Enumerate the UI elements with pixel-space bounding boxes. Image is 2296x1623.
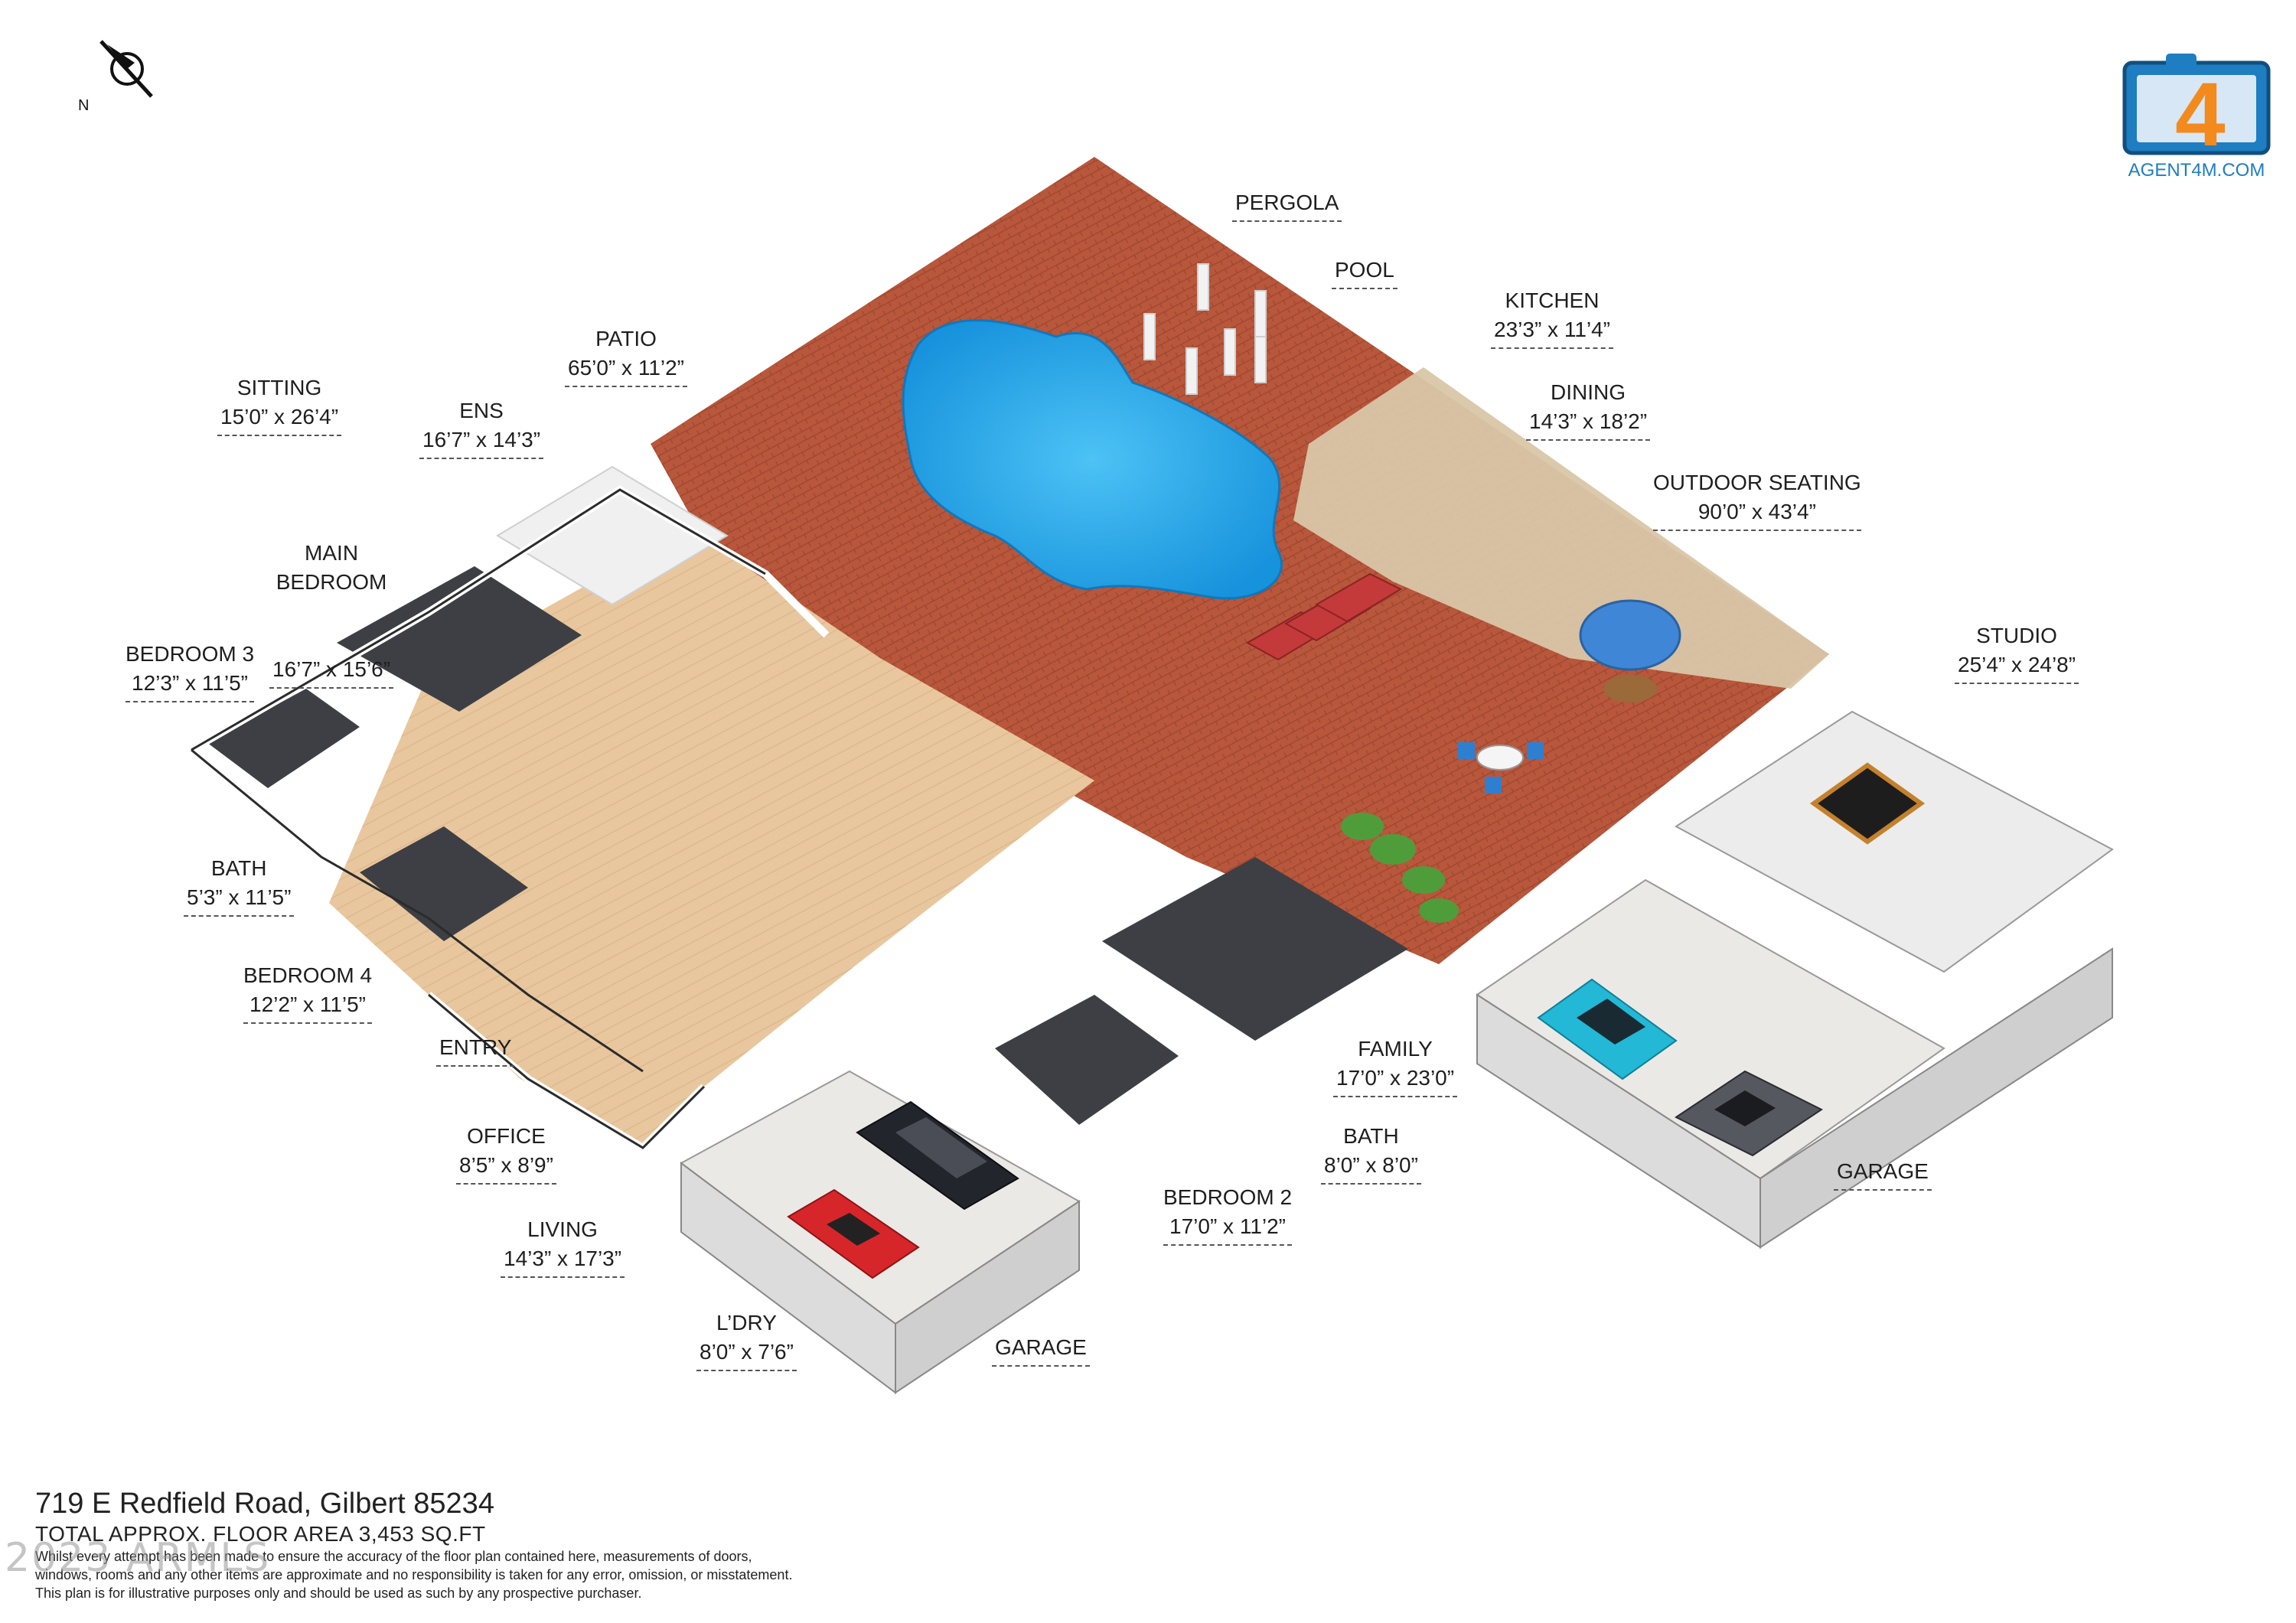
label-family-dims: 17’0” x 23’0” xyxy=(1333,1064,1458,1097)
label-bedroom2-name: BEDROOM 2 xyxy=(1163,1185,1293,1209)
label-outdoor-name: OUTDOOR SEATING xyxy=(1653,471,1861,494)
label-kitchen: KITCHEN 23’3” x 11’4” xyxy=(1491,286,1614,349)
label-dining: DINING 14’3” x 18’2” xyxy=(1526,378,1651,441)
label-bedroom4: BEDROOM 4 12’2” x 11’5” xyxy=(243,961,373,1024)
disclaimer-line-1: Whilst every attempt has been made to en… xyxy=(35,1549,752,1564)
label-office-dims: 8’5” x 8’9” xyxy=(456,1151,556,1185)
label-patio-dims: 65’0” x 11’2” xyxy=(565,354,688,387)
label-bedroom2: BEDROOM 2 17’0” x 11’2” xyxy=(1163,1183,1293,1246)
label-office: OFFICE 8’5” x 8’9” xyxy=(456,1122,556,1185)
label-main-bedroom-dims: 16’7” x 15’6” xyxy=(269,655,394,689)
label-ens-name: ENS xyxy=(459,399,504,422)
label-garage-main-name: GARAGE xyxy=(992,1333,1090,1367)
label-office-name: OFFICE xyxy=(467,1124,546,1148)
family-floor xyxy=(1102,857,1408,1041)
label-bedroom2-dims: 17’0” x 11’2” xyxy=(1163,1212,1293,1246)
label-bath-mid: BATH 8’0” x 8’0” xyxy=(1321,1122,1421,1185)
bedroom2-floor xyxy=(995,995,1179,1125)
label-family-name: FAMILY xyxy=(1358,1037,1433,1061)
label-family: FAMILY 17’0” x 23’0” xyxy=(1333,1035,1458,1097)
disclaimer-line-2: windows, rooms and any other items are a… xyxy=(35,1567,793,1582)
main-bedroom-floor xyxy=(337,566,582,712)
label-living-name: LIVING xyxy=(527,1217,598,1241)
label-bath-left-name: BATH xyxy=(210,856,267,880)
sun-loungers xyxy=(1245,572,1403,661)
label-dining-dims: 14’3” x 18’2” xyxy=(1526,407,1651,441)
label-dining-name: DINING xyxy=(1551,380,1626,404)
label-garage-studio-name: GARAGE xyxy=(1834,1157,1932,1191)
label-bath-left-dims: 5’3” x 11’5” xyxy=(184,883,295,917)
agent4m-logo: 4 AGENT4M.COM xyxy=(2122,54,2271,181)
label-studio-name: STUDIO xyxy=(1976,624,2057,647)
label-main-bedroom: MAIN BEDROOM 16’7” x 15’6” xyxy=(269,481,394,747)
studio-floor xyxy=(1675,710,2114,973)
label-laundry-dims: 8’0” x 7’6” xyxy=(696,1338,797,1371)
compass-letter: N xyxy=(78,97,89,114)
grey-car xyxy=(1675,1070,1823,1157)
floor-area: TOTAL APPROX. FLOOR AREA 3,453 SQ.FT xyxy=(35,1522,486,1546)
label-laundry: L’DRY 8’0” x 7’6” xyxy=(696,1309,797,1371)
label-studio: STUDIO 25’4” x 24’8” xyxy=(1955,621,2079,684)
label-sitting: SITTING 15’0” x 26’4” xyxy=(217,373,342,436)
disclaimer-line-3: This plan is for illustrative purposes o… xyxy=(35,1586,642,1601)
label-kitchen-dims: 23’3” x 11’4” xyxy=(1491,315,1614,349)
label-ens: ENS 16’7” x 14’3” xyxy=(419,396,544,459)
label-garage-main: GARAGE xyxy=(992,1333,1090,1367)
label-sitting-name: SITTING xyxy=(236,376,322,399)
label-living-dims: 14’3” x 17’3” xyxy=(501,1244,625,1278)
label-bath-mid-dims: 8’0” x 8’0” xyxy=(1321,1151,1421,1185)
pool-table xyxy=(1809,762,1926,845)
label-pergola: PERGOLA xyxy=(1232,188,1342,222)
pergola xyxy=(1143,263,1267,395)
label-bedroom4-dims: 12’2” x 11’5” xyxy=(243,990,373,1024)
label-main-bedroom-name: MAIN BEDROOM xyxy=(276,541,387,594)
compass-icon: N xyxy=(78,40,153,114)
logo-digit: 4 xyxy=(2175,64,2226,165)
planters xyxy=(1341,813,1459,923)
watermark: 2023 ARMLS xyxy=(5,1535,271,1581)
black-suv xyxy=(856,1100,1019,1211)
label-sitting-dims: 15’0” x 26’4” xyxy=(217,402,342,436)
label-laundry-name: L’DRY xyxy=(716,1311,777,1335)
label-pool: POOL xyxy=(1332,256,1397,289)
pool xyxy=(902,319,1283,600)
cyan-car xyxy=(1537,978,1678,1080)
logo-text: AGENT4M.COM xyxy=(2128,160,2265,181)
address: 719 E Redfield Road, Gilbert 85234 xyxy=(35,1488,494,1520)
label-bath-mid-name: BATH xyxy=(1343,1124,1399,1148)
label-entry-name: ENTRY xyxy=(436,1033,515,1067)
label-kitchen-name: KITCHEN xyxy=(1505,288,1600,312)
label-outdoor-dims: 90’0” x 43’4” xyxy=(1653,497,1861,531)
bedroom4-floor xyxy=(360,826,528,941)
label-bath-left: BATH 5’3” x 11’5” xyxy=(184,854,295,917)
footer: 719 E Redfield Road, Gilbert 85234 TOTAL… xyxy=(35,1486,1107,1602)
bedroom3-floor xyxy=(207,689,360,788)
label-garage-studio: GARAGE xyxy=(1834,1157,1932,1191)
label-outdoor-seating: OUTDOOR SEATING 90’0” x 43’4” xyxy=(1653,468,1861,531)
gravel-area xyxy=(1293,367,1829,689)
label-patio-name: PATIO xyxy=(595,327,657,350)
label-bedroom4-name: BEDROOM 4 xyxy=(243,963,373,987)
label-bedroom3-name: BEDROOM 3 xyxy=(126,642,255,666)
main-house-floor xyxy=(329,528,1094,1148)
label-entry: ENTRY xyxy=(436,1033,515,1067)
label-studio-dims: 25’4” x 24’8” xyxy=(1955,650,2079,684)
label-patio: PATIO 65’0” x 11’2” xyxy=(565,324,688,387)
label-bedroom3-dims: 12’3” x 11’5” xyxy=(126,669,255,702)
umbrella-table xyxy=(1579,599,1681,702)
red-car xyxy=(787,1188,920,1279)
ensuite-floor xyxy=(496,465,729,606)
label-pergola-name: PERGOLA xyxy=(1232,188,1342,222)
label-pool-name: POOL xyxy=(1332,256,1397,289)
label-ens-dims: 16’7” x 14’3” xyxy=(419,425,544,459)
label-bedroom3: BEDROOM 3 12’3” x 11’5” xyxy=(126,640,255,702)
label-living: LIVING 14’3” x 17’3” xyxy=(501,1215,625,1278)
bistro-set xyxy=(1458,742,1544,794)
